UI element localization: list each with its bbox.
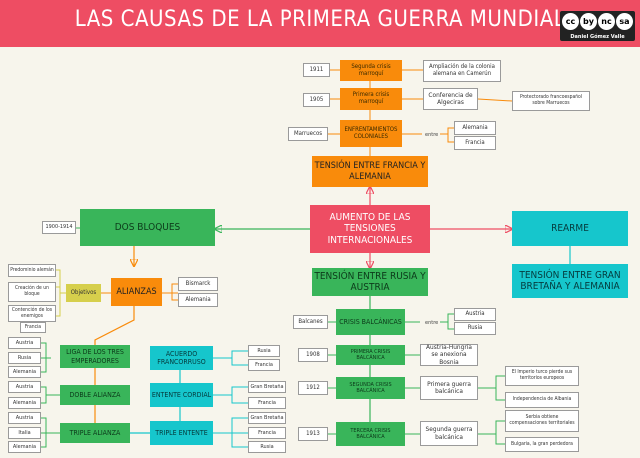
primera-crisis-balcanica: PRIMERA CRISIS BALCÁNICA [336,345,405,365]
triple-entente: TRIPLE ENTENTE [150,421,213,445]
year-1911: 1911 [303,63,330,77]
tension-rusia-austria: TENSIÓN ENTRE RUSIA Y AUSTRIA [312,268,428,296]
year-1912: 1912 [298,381,328,395]
alemania-alianza-box: Alemania [178,293,218,307]
protectorado-result: Protectorado francoespañol sobre Marruec… [512,91,590,111]
primera-crisis-marroqui: Primera crisis marroquí [340,88,402,110]
year-1913: 1913 [298,427,328,441]
objetivo-bloque: Creación de un bloque [8,282,56,302]
central-node: AUMENTO DE LAS TENSIONES INTERNACIONALES [310,205,430,253]
acuerdo-francorruso: ACUERDO FRANCORRUSO [150,346,213,370]
year-1905: 1905 [303,93,330,107]
objetivo-predominio: Predominio alemán [8,264,56,277]
entente-cordial: ENTENTE CORDIAL [150,383,213,407]
segunda-guerra-balcanica: Segunda guerra balcánica [420,421,478,446]
rusia-box: Rusia [454,322,496,335]
triple-entente-member-0: Gran Bretaña [248,412,286,424]
triple-member-1: Italia [8,427,41,439]
triple-alianza: TRIPLE ALIANZA [60,423,130,443]
austria-box: Austria [454,308,496,321]
alemania-box: Alemania [454,121,496,135]
entre-label-2: entre [425,320,439,326]
marruecos-label: Marruecos [288,127,328,141]
algeciras-result: Conferencia de Algeciras [423,88,478,110]
segunda-crisis-marroqui: Segunda crisis marroquí [340,60,402,81]
enfrentamientos-coloniales: ENFRENTAMIENTOS COLONIALES [340,120,402,147]
triple-member-0: Austria [8,412,41,424]
entente-member-0: Gran Bretaña [248,381,286,393]
year-1908: 1908 [298,348,328,362]
imperio-turco-result: El Imperio turco pierde sus territorios … [505,366,579,386]
liga-member-0: Austria [8,337,41,349]
dos-bloques: DOS BLOQUES [80,209,215,246]
acuerdo-member-0: Rusia [248,345,280,357]
bulgaria-result: Bulgaria, la gran perdedora [505,437,579,452]
triple-entente-member-2: Rusia [248,441,286,453]
license-badge: cc by nc sa Daniel Gómez Valle [560,11,635,41]
doble-member-1: Alemania [8,397,41,409]
bismarck-box: Bismarck [178,277,218,291]
segunda-crisis-balcanica: SEGUNDA CRISIS BALCÁNICA [336,377,405,399]
page-title: LAS CAUSAS DE LA PRIMERA GUERRA MUNDIAL [74,7,566,32]
bosnia-result: Austria-Hungría se anexiona Bosnia [420,343,478,366]
tension-francia-alemania: TENSIÓN ENTRE FRANCIA Y ALEMANIA [312,156,428,187]
triple-member-2: Alemania [8,441,41,453]
years-1900-1914: 1900-1914 [42,221,76,234]
objetivo-francia: Francia [20,322,46,333]
serbia-result: Serbia obtiene compensaciones territoria… [505,410,579,432]
author-name: Daniel Gómez Valle [570,34,625,40]
balcanes-label: Balcanes [293,315,328,329]
crisis-balcanicas: CRISIS BALCÁNICAS [336,309,405,335]
liga-tres-emperadores: LIGA DE LOS TRES EMPERADORES [60,345,130,368]
attribution-icon: by [580,13,597,30]
francia-box: Francia [454,136,496,150]
entente-member-1: Francia [248,397,286,409]
triple-entente-member-1: Francia [248,427,286,439]
liga-member-2: Alemania [8,366,41,378]
title-bar [0,0,640,47]
tension-gran-bretana-alemania: TENSIÓN ENTRE GRAN BRETAÑA Y ALEMANIA [512,264,628,298]
objetivos-node: Objetivos [66,284,101,302]
sharealike-icon: sa [616,13,633,30]
noncommercial-icon: nc [598,13,615,30]
cc-icon: cc [562,13,579,30]
liga-member-1: Rusia [8,352,41,364]
objetivo-contencion: Contención de los enemigos [8,305,56,322]
tercera-crisis-balcanica: TERCERA CRISIS BALCÁNICA [336,422,405,446]
camerun-result: Ampliación de la colonia alemana en Came… [423,60,501,82]
doble-member-0: Austria [8,381,41,393]
rearme-node: REARME [512,211,628,246]
doble-alianza: DOBLE ALIANZA [60,385,130,405]
primera-guerra-balcanica: Primera guerra balcánica [420,376,478,400]
entre-label: entre [425,132,439,138]
alianzas-node: ALIANZAS [111,278,162,306]
albania-result: Independencia de Albania [505,392,579,408]
acuerdo-member-1: Francia [248,359,280,371]
